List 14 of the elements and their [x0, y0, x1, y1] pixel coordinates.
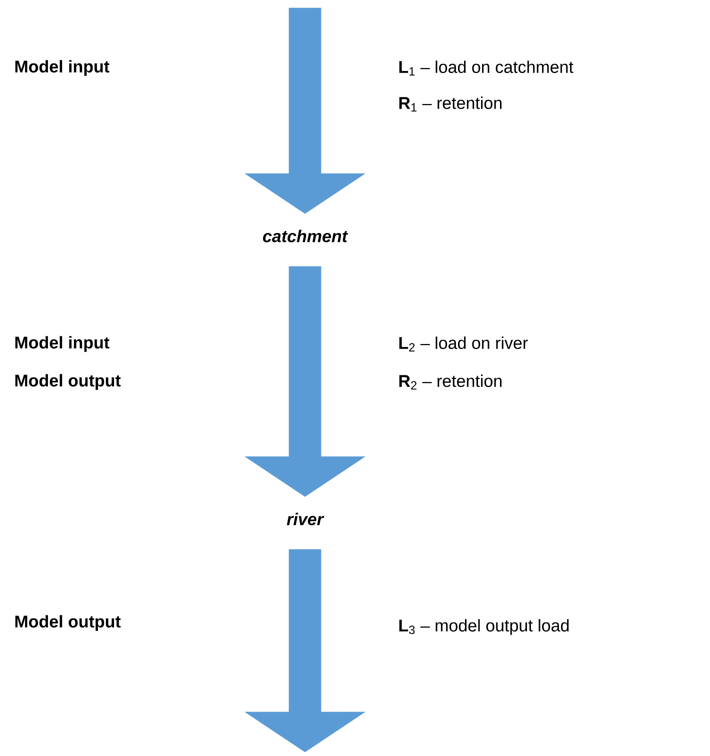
stage-label: catchment	[263, 230, 348, 242]
text-label: Model output	[15, 374, 121, 390]
stage-label: river	[286, 512, 324, 526]
text-label: L$_{1}$ – load on catchment	[399, 60, 574, 76]
text-label: Model output	[15, 615, 121, 631]
text-label: L$_{2}$ – load on river	[399, 336, 528, 352]
block-arrow	[244, 266, 366, 497]
text-label: Model input	[15, 60, 110, 76]
text-label: R$_{1}$ – retention	[399, 96, 502, 112]
text-label: L$_{3}$ – model output load	[399, 619, 569, 635]
text-label: R$_{2}$ – retention	[399, 374, 502, 390]
block-arrow	[244, 549, 366, 752]
text-label: Model input	[15, 336, 110, 352]
block-arrow	[244, 8, 366, 214]
